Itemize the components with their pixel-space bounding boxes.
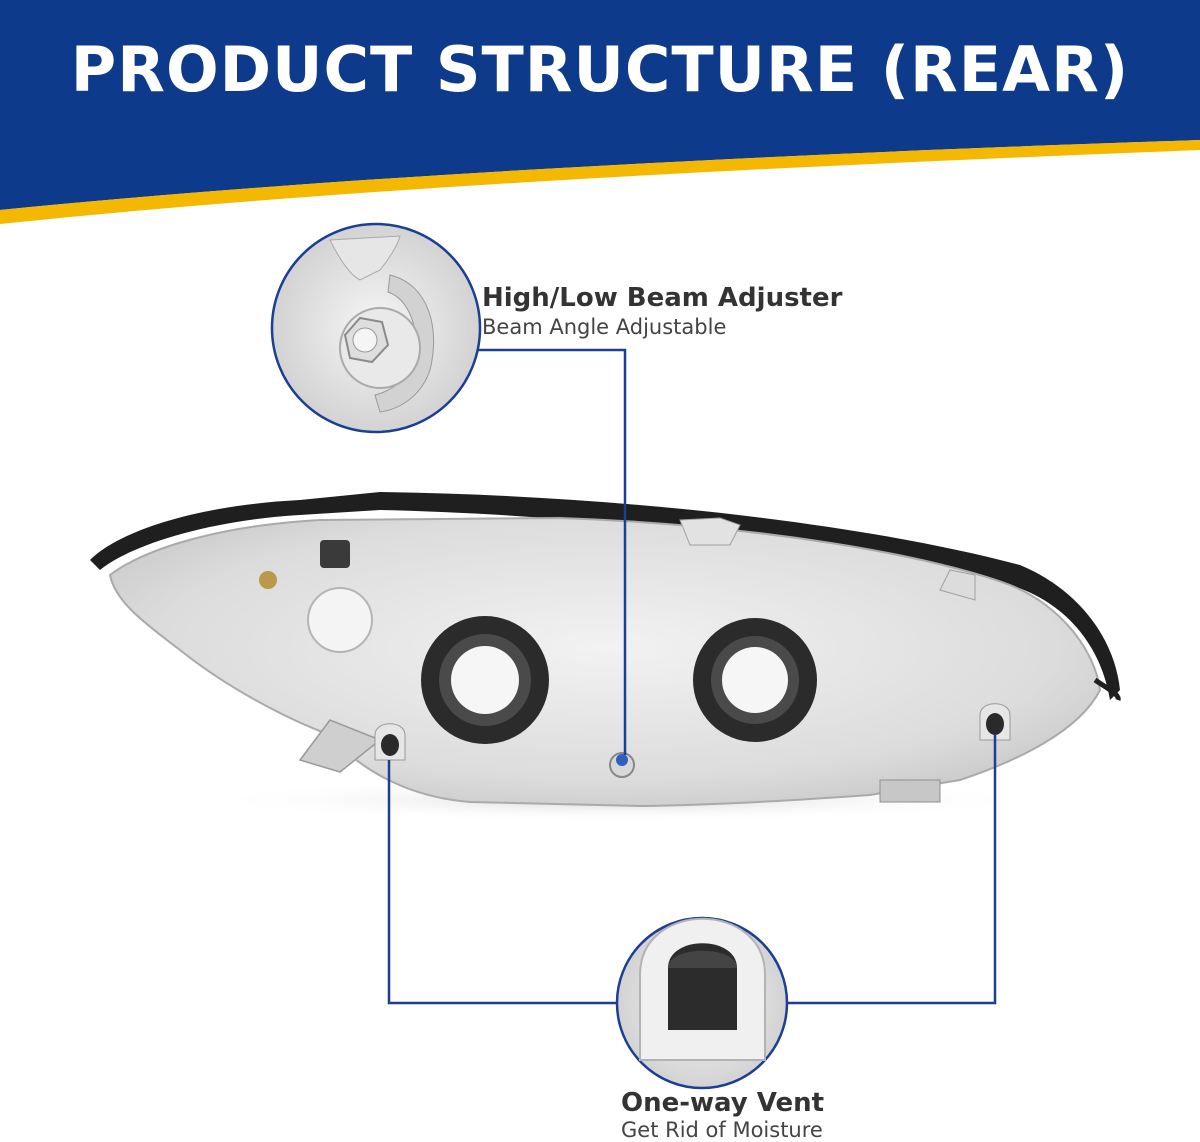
vent-title: One-way Vent	[621, 1088, 825, 1118]
page-title: PRODUCT STRUCTURE (REAR)	[70, 33, 1130, 106]
header-banner	[0, 0, 1200, 224]
adjuster-subtitle: Beam Angle Adjustable	[482, 315, 727, 339]
vent-subtitle: Get Rid of Moisture	[621, 1118, 823, 1142]
headlight-housing	[90, 492, 1121, 808]
callout-lines	[387, 348, 997, 1005]
vent-detail-circle	[615, 916, 789, 1090]
adjuster-title: High/Low Beam Adjuster	[482, 283, 843, 313]
adjuster-detail-circle	[270, 222, 482, 434]
